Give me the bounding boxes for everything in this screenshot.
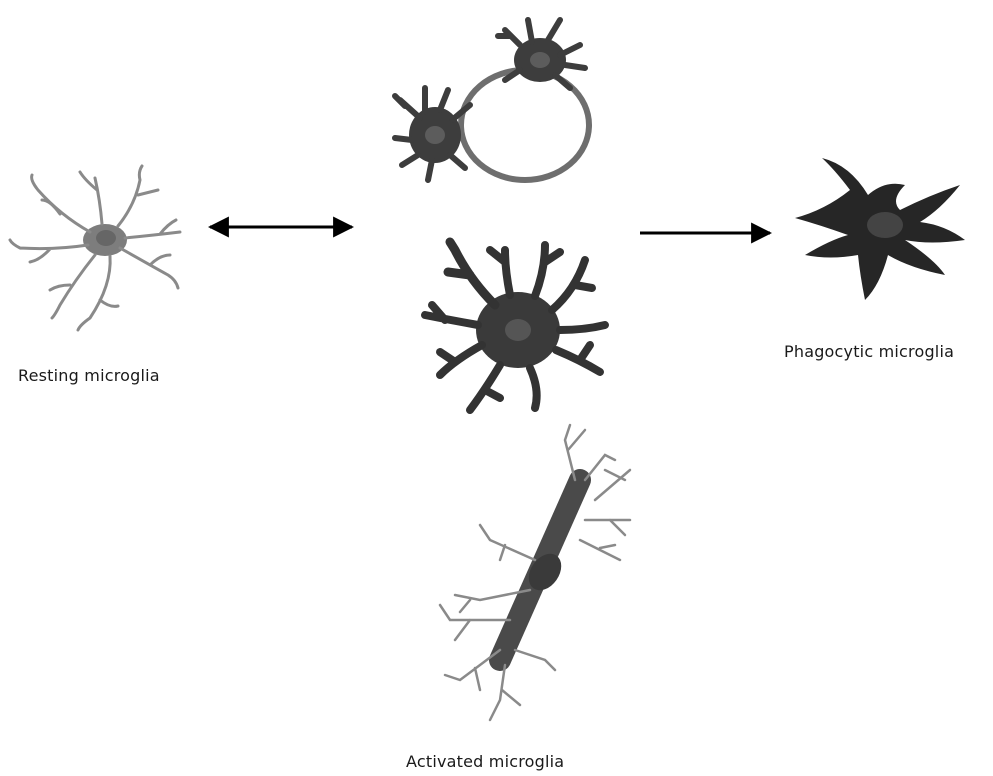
activated-microglia-ring-cells [395,20,589,180]
phagocytic-microglia-cell [795,158,965,300]
phagocytic-microglia-label: Phagocytic microglia [784,342,954,361]
resting-microglia-cell [10,166,180,330]
activated-microglia-label: Activated microglia [406,752,564,771]
resting-microglia-label: Resting microglia [18,366,160,385]
activated-microglia-rod-cell [440,425,630,720]
activated-microglia-bushy-cell [425,242,605,410]
